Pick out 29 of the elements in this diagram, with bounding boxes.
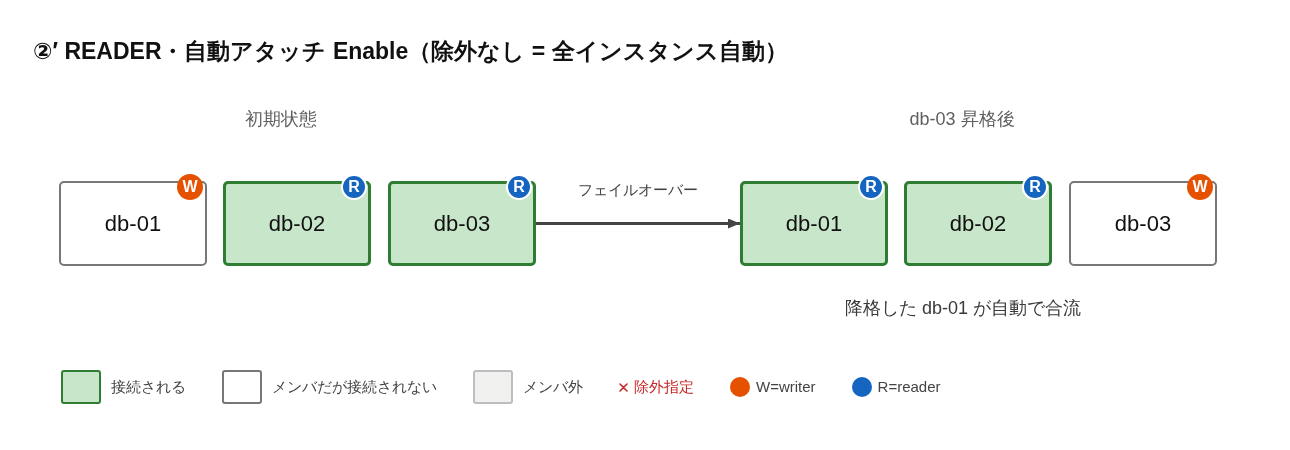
instance-box <box>740 181 888 266</box>
title: ②′ READER・自動アタッチ Enable（除外なし = 全インスタンス自動） <box>33 37 788 66</box>
instance-box <box>59 181 207 266</box>
role-badge: W <box>1187 174 1213 200</box>
role-badge: R <box>341 174 367 200</box>
arrow <box>536 218 740 229</box>
group-caption: 初期状態 <box>245 108 317 130</box>
instance-name: db-02 <box>949 210 1007 237</box>
legend-label: メンバだが接続されない <box>272 377 437 397</box>
legend-label: 接続される <box>111 377 186 397</box>
legend-label: R=reader <box>877 377 941 397</box>
role-badge: R <box>1022 174 1048 200</box>
legend-label: 除外指定 <box>634 377 694 397</box>
instance-box <box>904 181 1052 266</box>
instance-box <box>388 181 536 266</box>
instance-name: db-02 <box>268 210 326 237</box>
role-badge: R <box>506 174 532 200</box>
instance-box <box>223 181 371 266</box>
note-text: 降格した db-01 が自動で合流 <box>845 297 1081 319</box>
role-badge: W <box>177 174 203 200</box>
legend-label: W=writer <box>756 377 816 397</box>
legend-label: メンバ外 <box>523 377 583 397</box>
instance-name: db-03 <box>433 210 491 237</box>
group-caption: db-03 昇格後 <box>909 108 1015 130</box>
instance-name: db-03 <box>1114 210 1172 237</box>
role-badge: R <box>858 174 884 200</box>
instance-box <box>1069 181 1217 266</box>
instance-name: db-01 <box>785 210 843 237</box>
instance-name: db-01 <box>104 210 162 237</box>
